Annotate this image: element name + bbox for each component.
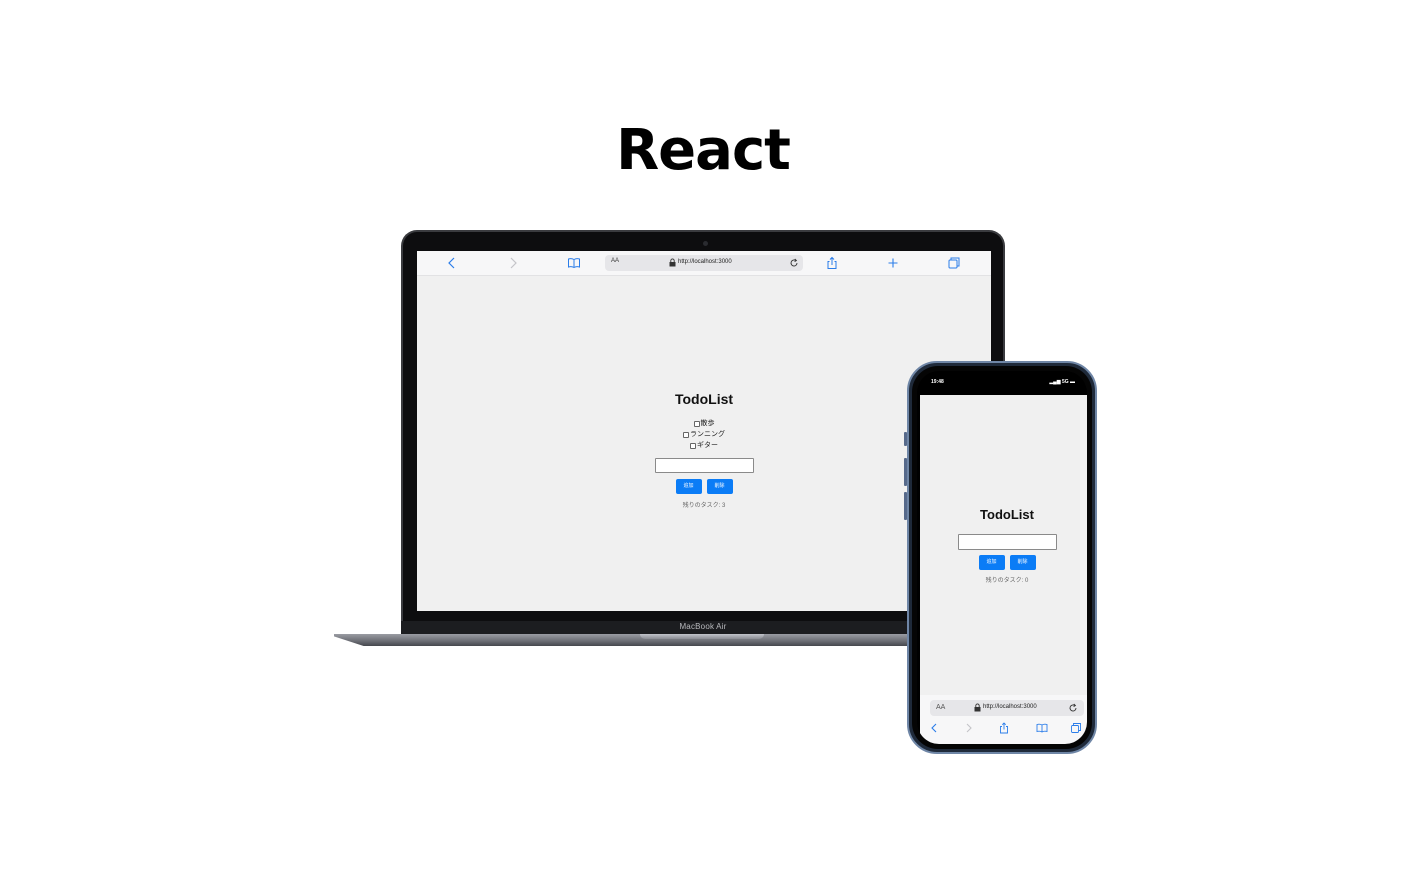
signal-status: ▂▄▆ 5G ▬ (1049, 379, 1075, 385)
todo-input[interactable] (654, 458, 754, 473)
add-button[interactable]: 追加 (675, 479, 702, 494)
todo-label: 散歩 (700, 420, 715, 427)
battery-icon: ▬ (1070, 379, 1075, 385)
safari-toolbar: AA http://localhost:3000 (417, 251, 991, 276)
todo-app: TodoList 追加 削除 残りのタスク: 0 (920, 507, 1087, 584)
delete-button[interactable]: 削除 (1009, 555, 1036, 570)
phone-volume-up (904, 458, 907, 486)
phone-browser-content: TodoList 追加 削除 残りのタスク: 0 (920, 395, 1087, 695)
forward-icon[interactable] (506, 256, 520, 270)
phone-action-button (904, 432, 907, 446)
todo-label: ランニング (690, 431, 725, 438)
phone-status-bar: 19:48 ▂▄▆ 5G ▬ (917, 371, 1087, 395)
phone-bezel: 19:48 ▂▄▆ 5G ▬ TodoList 追加 削除 残りのタスク: 0 (912, 366, 1092, 749)
forward-icon[interactable] (963, 722, 975, 734)
button-row: 追加 削除 (920, 555, 1087, 570)
app-title: TodoList (980, 507, 1034, 522)
laptop-brand-label: MacBook Air (679, 622, 727, 631)
add-button[interactable]: 追加 (978, 555, 1005, 570)
lock-icon (974, 703, 981, 712)
todo-item[interactable]: 散歩 (693, 419, 715, 429)
status-time: 19:48 (931, 379, 944, 385)
share-icon[interactable] (998, 722, 1010, 734)
network-label: 5G (1061, 379, 1069, 385)
reader-aa-icon[interactable]: AA (611, 258, 620, 264)
todo-label: ギター (697, 442, 718, 449)
todo-checkbox[interactable] (690, 443, 696, 449)
remaining-count: 残りのタスク: 3 (682, 503, 726, 509)
todo-app: TodoList 散歩 ランニング ギター 追加 削除 (417, 391, 991, 509)
back-icon[interactable] (445, 256, 459, 270)
laptop-base (334, 634, 1074, 646)
url-text: http://localhost:3000 (983, 704, 1037, 710)
todo-item[interactable]: ランニング (683, 430, 725, 440)
address-bar[interactable]: AA http://localhost:3000 (605, 255, 803, 271)
phone-volume-down (904, 492, 907, 520)
tabs-overview-icon[interactable] (947, 256, 961, 270)
reload-icon[interactable] (789, 258, 799, 268)
remaining-count: 残りのタスク: 0 (985, 578, 1029, 584)
todo-checkbox[interactable] (693, 421, 700, 427)
todo-input[interactable] (957, 534, 1057, 550)
laptop-chin: MacBook Air (401, 621, 1005, 634)
camera-dot (703, 241, 708, 246)
delete-button[interactable]: 削除 (706, 479, 733, 494)
page-title: React (616, 118, 791, 183)
phone-mockup: 19:48 ▂▄▆ 5G ▬ TodoList 追加 削除 残りのタスク: 0 (907, 361, 1097, 754)
back-icon[interactable] (928, 722, 940, 734)
button-row: 追加 削除 (417, 479, 991, 494)
tabs-overview-icon[interactable] (1070, 722, 1082, 734)
reload-icon[interactable] (1068, 703, 1078, 713)
new-tab-icon[interactable] (886, 256, 900, 270)
url-text: http://localhost:3000 (678, 259, 732, 265)
address-bar[interactable]: AA http://localhost:3000 (930, 700, 1084, 716)
todo-list: 散歩 ランニング ギター (417, 419, 991, 451)
dynamic-island (977, 376, 1027, 387)
phone-screen: 19:48 ▂▄▆ 5G ▬ TodoList 追加 削除 残りのタスク: 0 (917, 371, 1087, 744)
todo-item[interactable]: ギター (690, 441, 718, 451)
bookmarks-icon[interactable] (567, 256, 581, 270)
share-icon[interactable] (825, 256, 839, 270)
safari-bottom-bar: AA http://localhost:3000 (920, 695, 1087, 744)
bookmarks-icon[interactable] (1036, 722, 1048, 734)
todo-checkbox[interactable] (683, 432, 689, 438)
reader-aa-icon[interactable]: AA (936, 704, 946, 711)
laptop-browser-window: AA http://localhost:3000 TodoList 散歩 (417, 251, 991, 611)
app-title: TodoList (674, 391, 734, 407)
signal-bars-icon: ▂▄▆ (1049, 379, 1061, 385)
laptop-opening-notch (640, 634, 764, 639)
lock-icon (669, 258, 676, 267)
